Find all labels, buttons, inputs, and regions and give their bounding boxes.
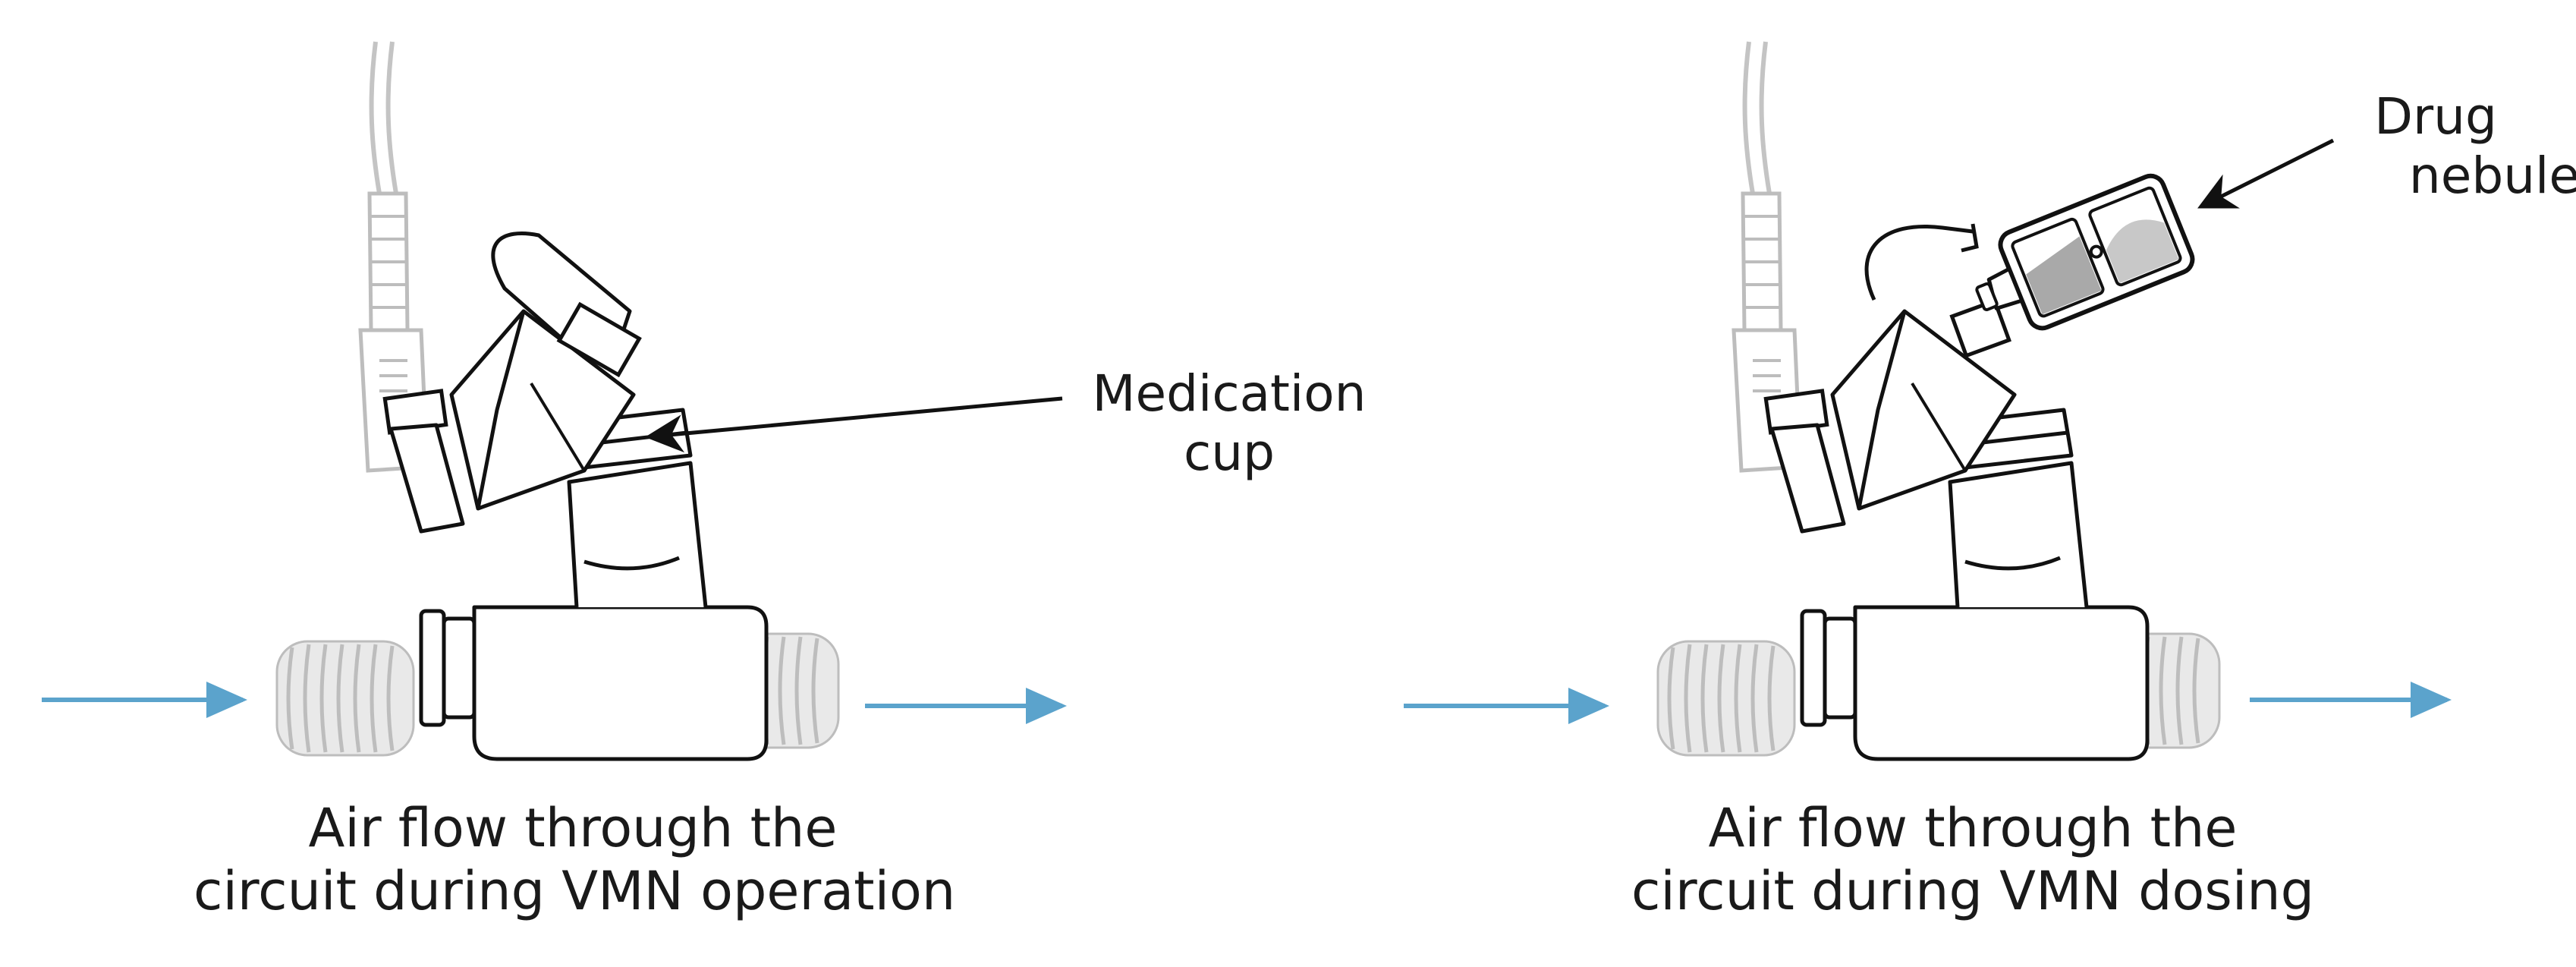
drug-nebule-label-line2: nebule bbox=[2408, 146, 2576, 205]
caption-dosing-line2: circuit during VMN dosing bbox=[1631, 859, 2315, 922]
drug-nebule-label-line1: Drug bbox=[2374, 87, 2497, 146]
medication-cup-label-line1: Medication bbox=[1092, 364, 1367, 423]
caption-operation-line1: Air flow through the bbox=[308, 797, 838, 859]
drug-nebule-label: Drug nebule bbox=[2329, 87, 2576, 206]
caption-dosing-line1: Air flow through the bbox=[1708, 797, 2238, 859]
medication-cup-label: Medication cup bbox=[1077, 364, 1381, 483]
caption-operation: Air flow through the circuit during VMN … bbox=[193, 797, 956, 922]
panel-2-dosing bbox=[1404, 42, 2452, 759]
caption-operation-line2: circuit during VMN operation bbox=[193, 859, 956, 922]
caption-dosing: Air flow through the circuit during VMN … bbox=[1593, 797, 2352, 922]
medication-cup-label-line2: cup bbox=[1183, 423, 1275, 482]
panel-1-operation bbox=[42, 42, 1067, 759]
